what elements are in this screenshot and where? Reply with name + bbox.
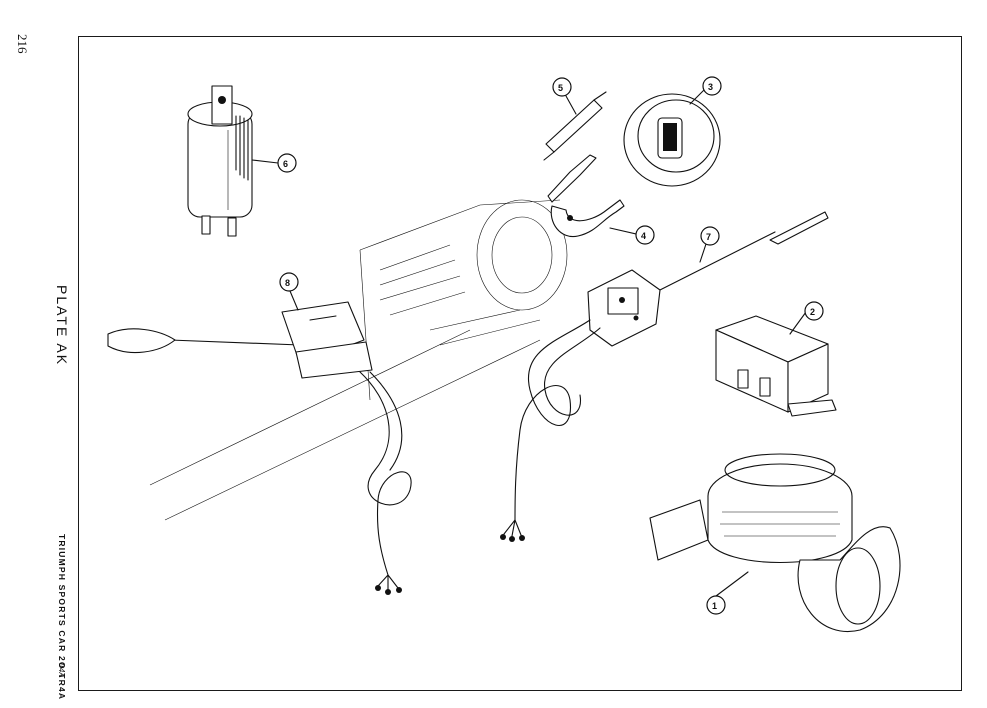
callout-1: 1 [706,571,749,615]
callout-7: 7 [699,226,720,263]
horn-push-button [623,93,721,187]
callout-8-label: 8 [285,278,290,288]
dip-switch-wiring-loom [359,371,412,595]
flasher-unit [187,85,253,237]
callout-6-label: 6 [283,159,288,169]
callout-7-label: 7 [706,232,711,242]
indicator-wiring-loom [500,319,601,542]
contact-clip [547,154,625,238]
indicator-switch [587,211,829,347]
steering-column-outline [149,199,568,521]
callout-2: 2 [789,301,824,335]
callout-3: 3 [689,76,722,105]
callout-8: 8 [279,272,299,311]
callout-6: 6 [251,153,297,173]
callout-5: 5 [552,77,577,115]
callout-5-label: 5 [558,83,563,93]
callout-4: 4 [609,225,655,245]
callout-3-label: 3 [708,82,713,92]
fuse [543,91,607,161]
plate-border [78,36,962,691]
callout-1-label: 1 [712,601,717,611]
dip-switch [107,301,373,379]
callout-4-label: 4 [641,231,646,241]
horn-relay [715,315,837,417]
callout-2-label: 2 [810,307,815,317]
horn [649,453,901,633]
